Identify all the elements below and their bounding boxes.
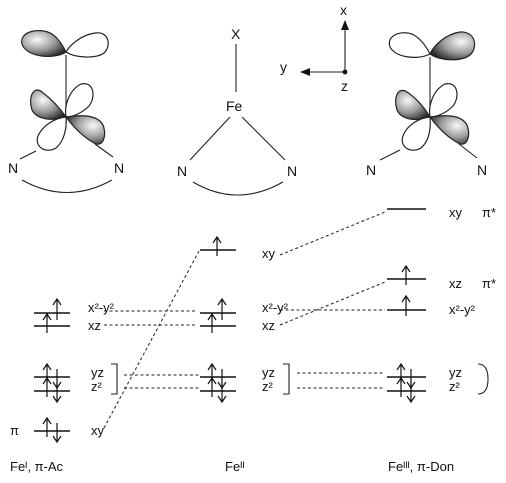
middle-label-xy: xy (262, 246, 276, 261)
middle-nitrogen-2: N (287, 163, 297, 179)
column-label-right: Feᴵᴵᴵ, π-Don (388, 459, 454, 474)
right-orbital-structure: N N (366, 31, 487, 178)
right-bracket (477, 363, 489, 395)
right-label-pi-star-1: π* (482, 205, 496, 220)
left-bracket (111, 363, 118, 395)
left-nitrogen-1: N (8, 160, 18, 176)
column-label-left: Feᴵ, π-Ac (10, 459, 64, 474)
right-spin-arrows (396, 264, 416, 404)
right-energy-levels: xy π* xz π* x²-y² yz z² (387, 205, 496, 404)
middle-nitrogen-1: N (177, 163, 187, 179)
left-label-x2y2: x²-y² (88, 300, 115, 315)
left-orbital-structure: N N (8, 30, 124, 194)
left-nitrogen-2: N (114, 160, 124, 176)
coordinate-axes: x y z (280, 2, 349, 94)
axis-x-label: x (340, 2, 347, 18)
middle-spin-arrows (207, 235, 227, 404)
middle-structure: X Fe N N (177, 26, 297, 196)
left-label-z2: z² (91, 379, 103, 394)
column-label-middle: Feᴵᴵ (225, 459, 245, 474)
axis-y-label: y (280, 59, 287, 75)
right-label-pi-star-2: π* (482, 276, 496, 291)
right-nitrogen-1: N (366, 162, 376, 178)
middle-bracket (283, 363, 290, 395)
right-label-x2y2: x²-y² (449, 302, 476, 317)
middle-energy-levels: xy x²-y² xz yz z² (200, 235, 290, 404)
middle-ligand-x: X (231, 26, 241, 42)
middle-label-x2y2: x²-y² (262, 300, 289, 315)
middle-label-z2: z² (262, 379, 274, 394)
middle-label-yz: yz (262, 365, 275, 380)
right-label-yz: yz (449, 365, 462, 380)
middle-iron: Fe (226, 98, 243, 114)
left-label-pi: π (10, 423, 19, 438)
axis-z-label: z (341, 78, 348, 94)
right-label-z2: z² (449, 379, 461, 394)
right-label-xz: xz (449, 276, 462, 291)
left-spin-arrows (42, 297, 62, 444)
left-label-yz: yz (91, 365, 104, 380)
left-energy-levels: x²-y² xz yz z² xy π (10, 297, 118, 444)
middle-label-xz: xz (262, 318, 275, 333)
correlation-lines (103, 211, 386, 429)
left-label-xz: xz (88, 318, 101, 333)
left-label-xy: xy (91, 423, 105, 438)
right-nitrogen-2: N (477, 162, 487, 178)
right-label-xy: xy (449, 205, 463, 220)
